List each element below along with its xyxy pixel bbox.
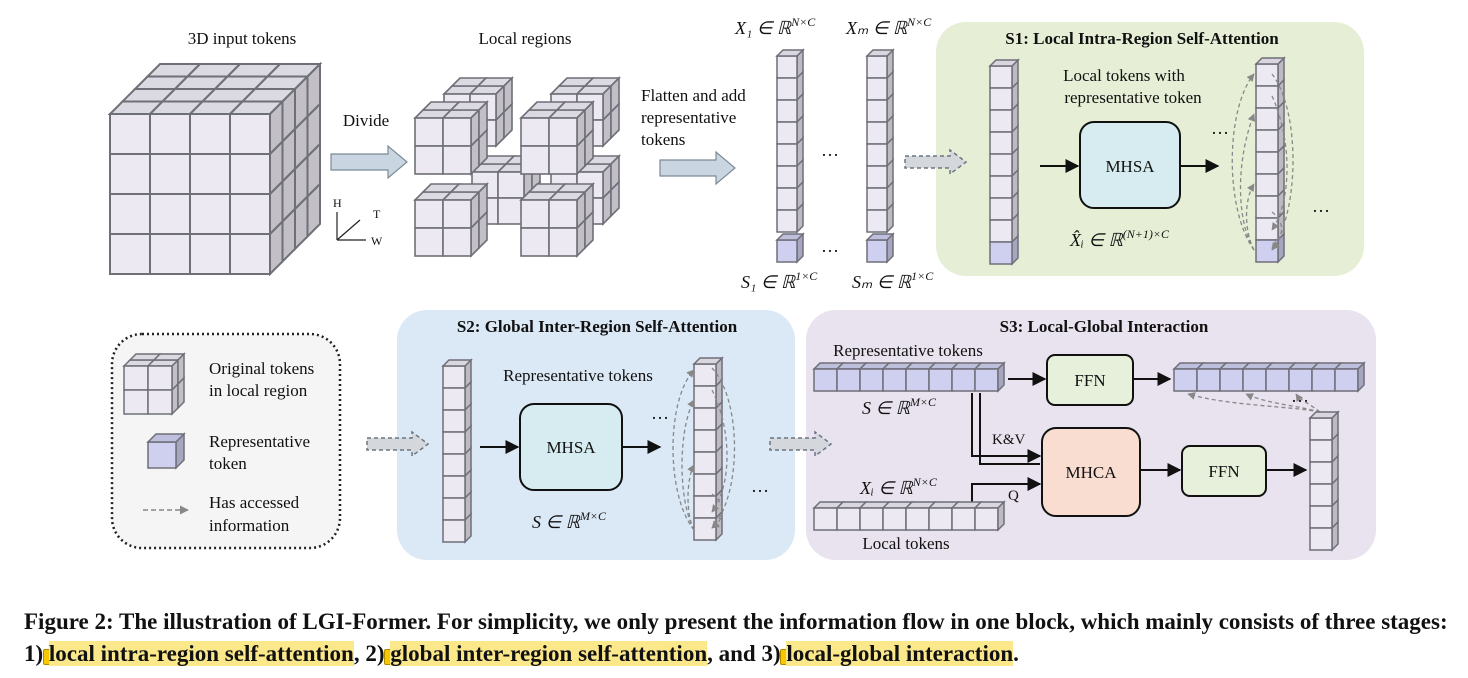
stage3-local-label: Local tokens bbox=[862, 534, 949, 553]
flatten-arrow-icon bbox=[659, 150, 736, 186]
stage2-input-column bbox=[441, 358, 473, 544]
stage2-side-ellipsis: … bbox=[751, 476, 769, 496]
caption-part-2: , 2) bbox=[353, 641, 391, 666]
stage1-side-ellipsis: … bbox=[1312, 196, 1330, 216]
stage2-mhsa-block bbox=[519, 403, 623, 491]
stage3-title: S3: Local-Global Interaction bbox=[1000, 317, 1209, 336]
kv-connector-2 bbox=[979, 393, 1040, 465]
to-stage3-arrow-icon bbox=[769, 430, 833, 458]
legend-access-line-1: Has accessed bbox=[209, 493, 300, 512]
s1-formula: S₁ ∈ ℝ1×C bbox=[741, 269, 818, 292]
sm-token bbox=[865, 232, 895, 264]
s1-token bbox=[775, 232, 805, 264]
axes-icon bbox=[336, 212, 366, 241]
flatten-line-3: tokens bbox=[641, 130, 685, 149]
stage3-update-arrows bbox=[1187, 392, 1321, 413]
q-label: Q bbox=[1008, 488, 1019, 504]
stage2-desc: Representative tokens bbox=[503, 366, 653, 385]
stage3-rep-label: Representative tokens bbox=[833, 341, 983, 360]
axis-w-label: W bbox=[371, 234, 383, 248]
flatten-line-1: Flatten and add bbox=[641, 86, 746, 105]
stage3-ffn-top-label: FFN bbox=[1074, 371, 1105, 390]
stage2-mid-ellipsis: … bbox=[651, 403, 669, 423]
to-stage1-arrow-icon bbox=[904, 148, 968, 176]
stage2-mhsa-label: MHSA bbox=[546, 438, 596, 457]
stage1-mid-ellipsis: … bbox=[1211, 118, 1229, 138]
kv-label: K&V bbox=[992, 432, 1026, 448]
local-regions-label: Local regions bbox=[479, 29, 572, 48]
caption-part-3: , and 3) bbox=[707, 641, 787, 666]
stage2-title: S2: Global Inter-Region Self-Attention bbox=[457, 317, 738, 336]
flatten-line-2: representative bbox=[641, 108, 736, 127]
x1-token-column bbox=[775, 48, 805, 234]
columns-ellipsis: … bbox=[821, 140, 839, 160]
xm-token-column bbox=[865, 48, 895, 234]
stage2-formula: S ∈ ℝM×C bbox=[532, 509, 607, 532]
caption-highlight-1: local intra-region self-attention bbox=[48, 641, 354, 666]
reps-ellipsis: … bbox=[821, 236, 839, 256]
caption-part-4: . bbox=[1013, 641, 1019, 666]
to-stage2-arrow-icon bbox=[366, 430, 430, 458]
stage3-rep-formula: S ∈ ℝM×C bbox=[862, 395, 937, 418]
sm-formula: Sₘ ∈ ℝ1×C bbox=[852, 269, 934, 292]
legend-rep-line-2: token bbox=[209, 454, 247, 473]
stage1-mhsa-block bbox=[1079, 121, 1181, 209]
stage3-ffn-right-block bbox=[1181, 445, 1267, 497]
stage1-desc-line-1: Local tokens with bbox=[1063, 66, 1185, 85]
stage3-output-column bbox=[1308, 410, 1340, 552]
stage1-input-column bbox=[988, 58, 1020, 266]
stage3-ffn-right-label: FFN bbox=[1208, 462, 1239, 481]
divide-arrow-icon bbox=[330, 144, 408, 180]
stage3-local-row bbox=[812, 500, 1006, 532]
input-label: 3D input tokens bbox=[188, 29, 297, 48]
axis-h-label: H bbox=[333, 196, 342, 210]
stage2-output-column bbox=[692, 356, 724, 542]
legend-representative-token-icon bbox=[146, 432, 186, 470]
axis-t-label: T bbox=[373, 207, 381, 221]
local-regions bbox=[413, 76, 621, 258]
legend-orig-line-1: Original tokens bbox=[209, 359, 314, 378]
divide-label: Divide bbox=[343, 111, 389, 130]
stage1-mhsa-label: MHSA bbox=[1105, 157, 1155, 176]
caption-highlight-3: local-global interaction bbox=[786, 641, 1014, 666]
caption-highlight-2: global inter-region self-attention bbox=[390, 641, 708, 666]
input-cube bbox=[107, 61, 323, 277]
legend-original-tokens-icon bbox=[122, 352, 186, 416]
xm-formula: Xₘ ∈ ℝN×C bbox=[845, 15, 932, 38]
mhca-block bbox=[1041, 427, 1141, 517]
x1-formula: X₁ ∈ ℝN×C bbox=[734, 15, 816, 38]
stage1-desc-line-2: representative token bbox=[1064, 88, 1202, 107]
legend-access-line-2: information bbox=[209, 516, 290, 535]
mhca-label: MHCA bbox=[1065, 463, 1117, 482]
stage3-output-row bbox=[1172, 361, 1366, 393]
figure-caption: Figure 2: The illustration of LGI-Former… bbox=[24, 606, 1456, 670]
stage1-output-column bbox=[1254, 56, 1286, 264]
stage3-ffn-top-block bbox=[1046, 354, 1134, 406]
stage1-formula: X̂ᵢ ∈ ℝ(N+1)×C bbox=[1069, 227, 1170, 250]
legend-rep-line-1: Representative bbox=[209, 432, 310, 451]
kv-connector bbox=[971, 393, 1042, 463]
legend-orig-line-2: in local region bbox=[209, 381, 308, 400]
stage1-title: S1: Local Intra-Region Self-Attention bbox=[1005, 29, 1279, 48]
stage3-representative-row bbox=[812, 361, 1006, 393]
stage1-access-arrows bbox=[1231, 73, 1294, 251]
caption-part-1: Figure 2: The illustration of LGI-Former… bbox=[24, 609, 1448, 666]
stage2-access-arrows bbox=[672, 367, 736, 531]
stage3-x-formula: Xᵢ ∈ ℝN×C bbox=[859, 475, 938, 498]
q-connector bbox=[971, 477, 1042, 503]
